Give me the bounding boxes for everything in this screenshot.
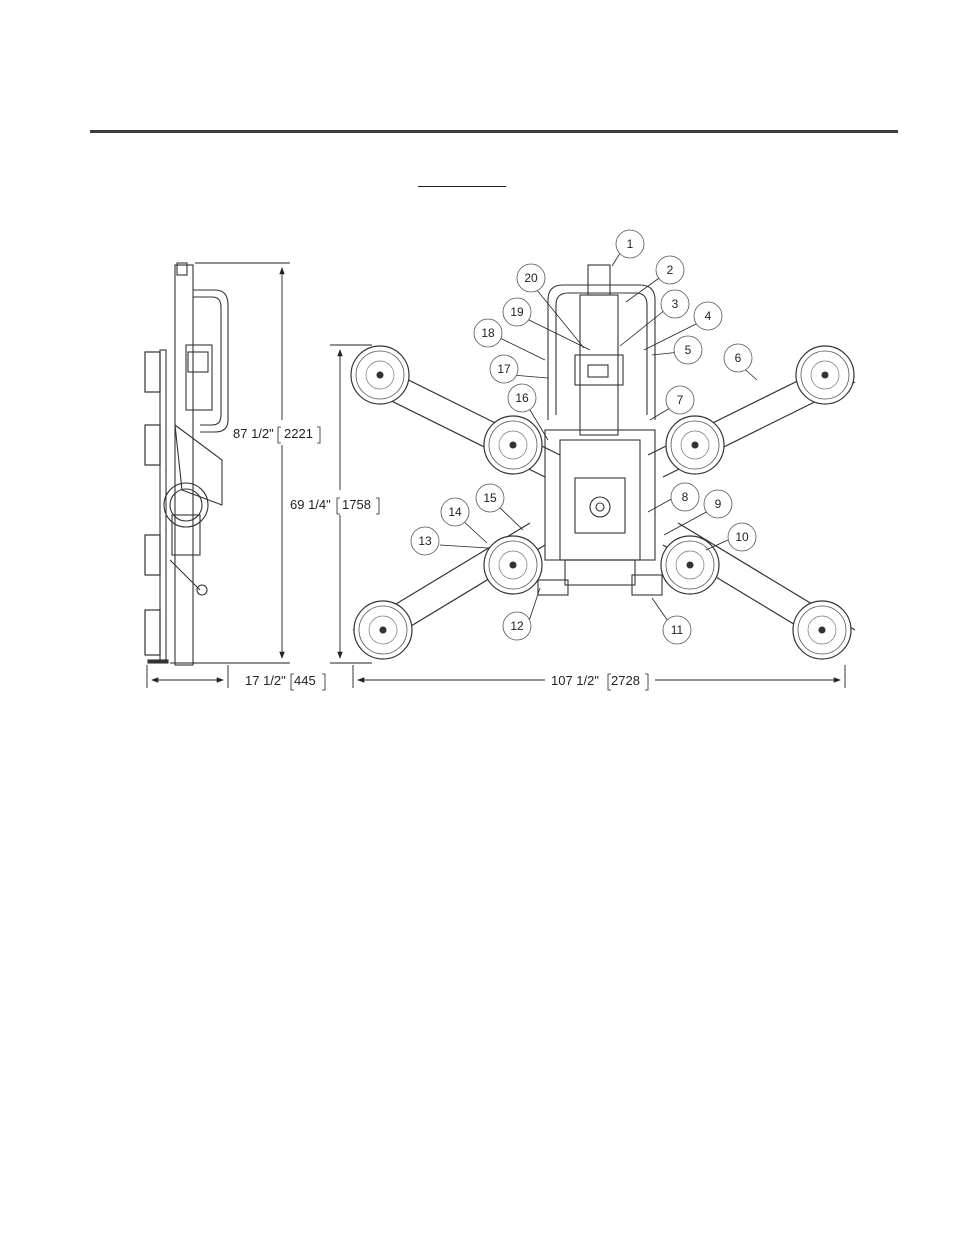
svg-text:18: 18 — [481, 326, 495, 340]
svg-text:5: 5 — [685, 343, 692, 357]
svg-text:7: 7 — [677, 393, 684, 407]
callout-16: 16 — [508, 384, 536, 412]
svg-text:15: 15 — [483, 491, 497, 505]
svg-text:12: 12 — [510, 619, 524, 633]
front-view — [351, 265, 855, 659]
callout-3: 3 — [661, 290, 689, 318]
side-view — [145, 263, 228, 665]
callout-10: 10 — [728, 523, 756, 551]
callout-1: 1 — [616, 230, 644, 258]
callout-15: 15 — [476, 484, 504, 512]
dim-side-height: 87 1/2" — [233, 426, 274, 441]
svg-text:6: 6 — [735, 351, 742, 365]
callout-17: 17 — [490, 355, 518, 383]
svg-text:19: 19 — [510, 305, 524, 319]
dim-front-width: 107 1/2" — [551, 673, 599, 688]
svg-text:10: 10 — [735, 530, 749, 544]
callout-2: 2 — [656, 256, 684, 284]
callout-11: 11 — [663, 616, 691, 644]
svg-text:11: 11 — [671, 623, 684, 637]
dim-side-height-mm: 2221 — [284, 426, 313, 441]
callout-9: 9 — [704, 490, 732, 518]
callout-12: 12 — [503, 612, 531, 640]
svg-text:13: 13 — [418, 534, 432, 548]
callout-5: 5 — [674, 336, 702, 364]
callout-14: 14 — [441, 498, 469, 526]
dim-front-width-mm: 2728 — [611, 673, 640, 688]
svg-text:14: 14 — [448, 505, 462, 519]
callout-20: 20 — [517, 264, 545, 292]
callout-13: 13 — [411, 527, 439, 555]
dimension-labels: 87 1/2" 2221 69 1/4" 1758 17 1/2" 445 10… — [233, 426, 648, 690]
dim-front-height-mm: 1758 — [342, 497, 371, 512]
svg-text:8: 8 — [682, 490, 689, 504]
dim-side-depth-mm: 445 — [294, 673, 316, 688]
svg-text:4: 4 — [705, 309, 712, 323]
svg-text:2: 2 — [667, 263, 674, 277]
callout-6: 6 — [724, 344, 752, 372]
callout-8: 8 — [671, 483, 699, 511]
callout-18: 18 — [474, 319, 502, 347]
svg-text:20: 20 — [524, 271, 538, 285]
svg-text:17: 17 — [497, 362, 511, 376]
callout-7: 7 — [666, 386, 694, 414]
svg-text:9: 9 — [715, 497, 722, 511]
callout-4: 4 — [694, 302, 722, 330]
svg-text:3: 3 — [672, 297, 679, 311]
svg-text:16: 16 — [515, 391, 529, 405]
callout-19: 19 — [503, 298, 531, 326]
dim-side-depth: 17 1/2" — [245, 673, 286, 688]
dim-front-height: 69 1/4" — [290, 497, 331, 512]
svg-text:1: 1 — [627, 237, 634, 251]
